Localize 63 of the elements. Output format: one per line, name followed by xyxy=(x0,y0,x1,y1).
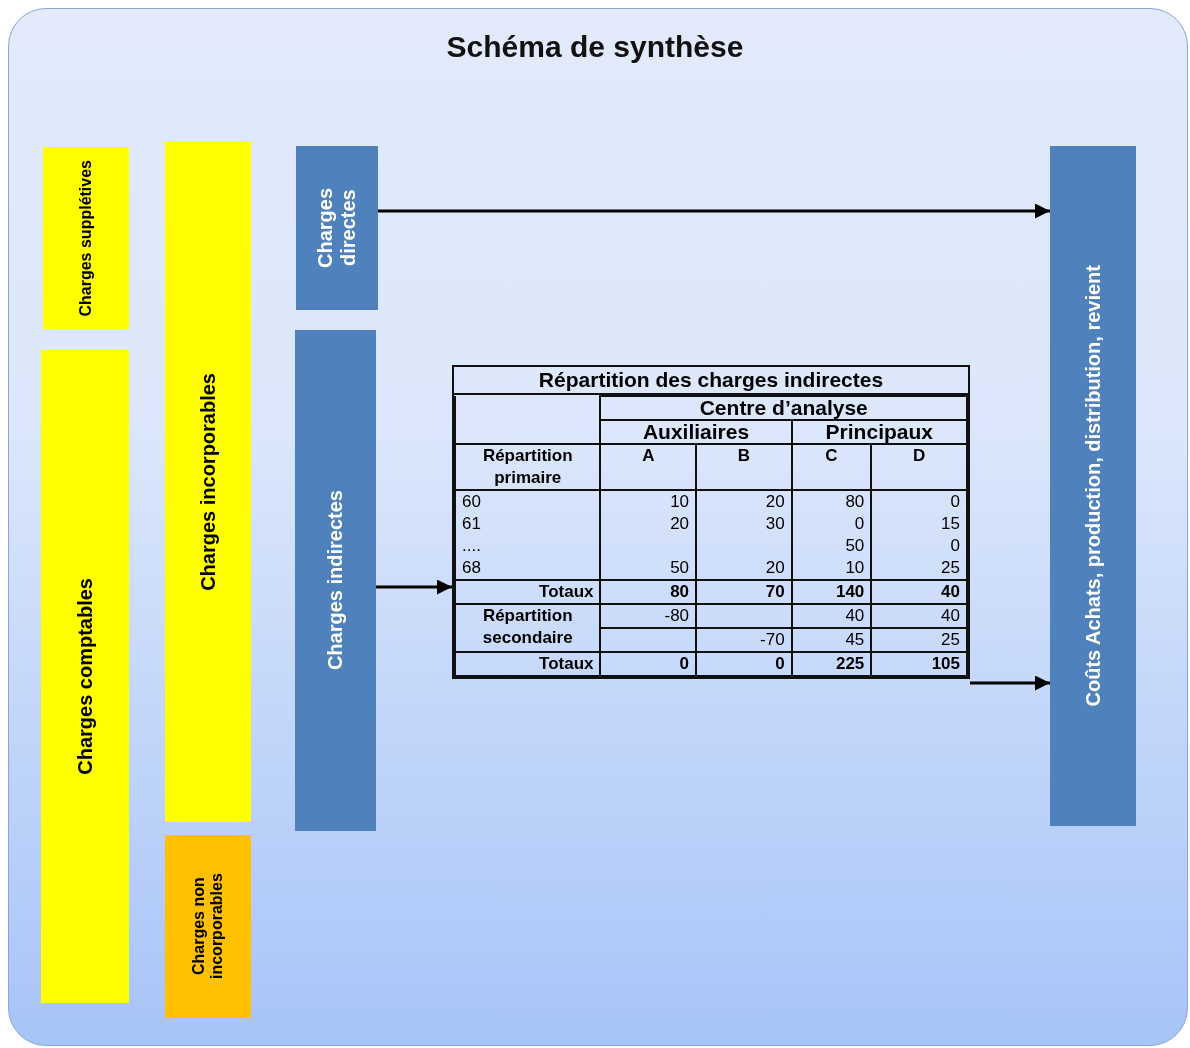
box-label: Coûts Achats, production, distribution, revient xyxy=(1081,265,1105,707)
table-header: Principaux xyxy=(825,421,933,443)
table-cell-text: 0 xyxy=(854,513,865,535)
table-cell-text: 0 xyxy=(679,653,690,675)
table-cell-text: -80 xyxy=(664,605,690,627)
table-cell-text: 68 xyxy=(462,557,481,579)
table-title: Répartition des charges indirectes xyxy=(454,367,968,395)
table-cell-text: Répartition secondaire xyxy=(481,605,574,649)
category-box xyxy=(165,835,251,1018)
box-label: Charges non incorporables xyxy=(190,872,226,982)
table-cell-text: 40 xyxy=(941,605,960,627)
table-cell-text: 40 xyxy=(845,605,865,627)
category-box xyxy=(41,350,129,1003)
table-cell-text: 80 xyxy=(670,581,690,603)
table-cell-text: 25 xyxy=(941,629,960,651)
category-box xyxy=(43,147,129,329)
box-label: Charges supplétives xyxy=(77,159,95,317)
table-cell-text: -70 xyxy=(760,629,785,651)
allocation-table xyxy=(452,365,970,679)
table-cell-text: 50 xyxy=(845,535,865,557)
box-label: Charges indirectes xyxy=(324,490,347,671)
table-cell-text: 20 xyxy=(670,513,690,535)
table-cell-text: 20 xyxy=(765,491,785,513)
table-cell-text: 70 xyxy=(765,581,785,603)
arrow xyxy=(378,203,1050,219)
table-cell-text: 0 xyxy=(775,653,785,675)
table-cell-text: 10 xyxy=(845,557,865,579)
table-cell-text: 105 xyxy=(931,653,960,675)
table-cell-text: 15 xyxy=(941,513,960,535)
box-label: Charges incorporables xyxy=(196,373,220,591)
table-cell-text: 0 xyxy=(950,535,960,557)
table-cell-text: 60 xyxy=(462,491,481,513)
category-box xyxy=(1050,146,1136,826)
table-cell-text: C xyxy=(825,445,838,467)
table-header: Auxiliaires xyxy=(642,421,750,443)
table-cell-text: 140 xyxy=(835,581,865,603)
table-cell-text: B xyxy=(737,445,750,467)
category-box xyxy=(296,146,378,310)
category-box xyxy=(295,330,376,831)
table-cell-text: 0 xyxy=(950,491,960,513)
table-cell-text: 20 xyxy=(765,557,785,579)
box-label: Charges directes xyxy=(314,187,360,270)
arrow xyxy=(970,675,1050,691)
table-cell-text: 50 xyxy=(670,557,690,579)
arrow xyxy=(376,579,452,595)
table-cell-text: 10 xyxy=(670,491,690,513)
table-cell-text: Totaux xyxy=(539,653,594,675)
table-cell-text: Totaux xyxy=(539,581,594,603)
table-cell-text: .... xyxy=(462,535,481,557)
table-cell-text: D xyxy=(913,445,926,467)
box-label: Charges comptables xyxy=(73,578,97,775)
table-cell-text: 25 xyxy=(941,557,960,579)
category-box xyxy=(165,142,251,822)
table-cell-text: A xyxy=(642,445,655,467)
table-cell-text: 61 xyxy=(462,513,481,535)
table-cell-text: 80 xyxy=(845,491,865,513)
table-header: Centre d’analyse xyxy=(699,397,868,419)
table-cell-text: 30 xyxy=(765,513,785,535)
table-cell-text: Répartition primaire xyxy=(481,445,574,489)
table-cell-text: 45 xyxy=(845,629,865,651)
diagram-title: Schéma de synthèse xyxy=(445,30,745,64)
table-cell-text: 40 xyxy=(941,581,960,603)
table-cell-text: 225 xyxy=(835,653,865,675)
